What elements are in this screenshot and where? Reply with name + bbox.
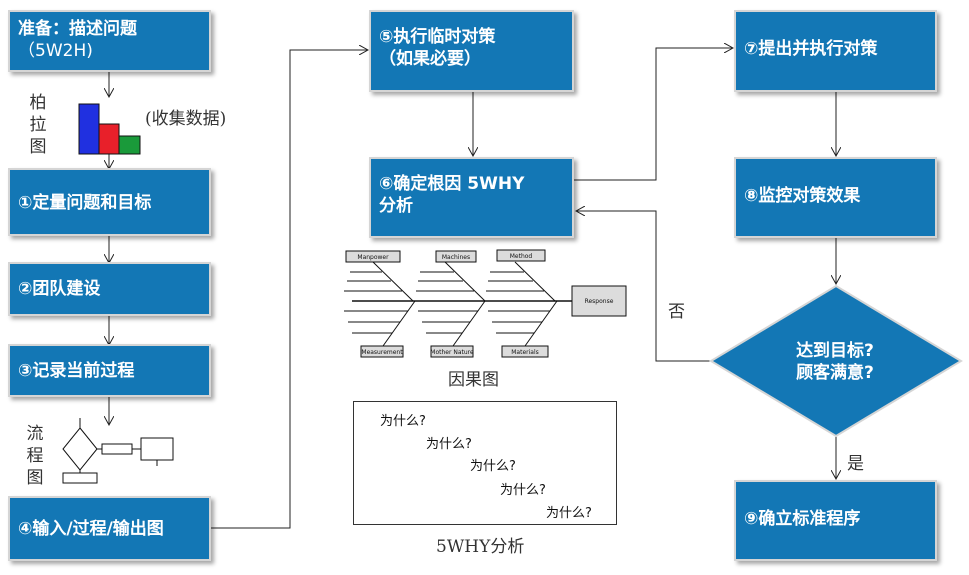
decision-text: 达到目标? 顾客满意? (740, 340, 930, 384)
fishbone-cause-mother-nature: Mother Nature (430, 349, 474, 356)
fishbone-effect-label: Response (585, 298, 614, 305)
step-prep-box[interactable]: 准备：描述问题 （5W2H) (8, 10, 211, 72)
yes-label: 是 (847, 454, 864, 474)
fishbone-cause-manpower: Manpower (357, 254, 389, 261)
step-5-title: ⑤执行临时对策 (379, 27, 496, 47)
decision-diamond[interactable] (709, 284, 963, 438)
flowchart-icon (62, 418, 174, 484)
step-2-label: ②团队建设 (18, 279, 101, 299)
flowchart-label: 流 程 图 (26, 424, 44, 488)
decision-line-2: 顾客满意? (796, 363, 874, 383)
fishbone-cause-materials: Materials (511, 349, 539, 356)
fishbone-cause-measurement: Measurement (361, 349, 403, 356)
fishbone-cause-method: Method (510, 253, 533, 260)
pareto-chart-icon (78, 103, 141, 155)
fishbone-cause-machines: Machines (442, 254, 470, 261)
step-6-box[interactable]: ⑥确定根因 5WHY 分析 (369, 157, 574, 238)
why-line-1: 为什么? (380, 414, 426, 429)
arrow-s6-to-s7 (574, 48, 732, 181)
five-why-box: 为什么? 为什么? 为什么? 为什么? 为什么? (353, 401, 617, 525)
fishbone-caption: 因果图 (448, 370, 499, 390)
step-5-subtitle: （如果必要） (379, 49, 481, 69)
step-7-box[interactable]: ⑦提出并执行对策 (734, 10, 937, 92)
no-label: 否 (668, 302, 685, 322)
arrow-no-back-to-s6 (577, 211, 712, 362)
step-3-label: ③记录当前过程 (18, 361, 135, 381)
step-9-box[interactable]: ⑨确立标准程序 (734, 480, 937, 561)
fishbone-diagram: Response Manpower Machines (344, 249, 627, 358)
step-prep-title: 准备：描述问题 (18, 19, 137, 39)
step-1-label: ①定量问题和目标 (18, 193, 152, 213)
five-why-caption: 5WHY分析 (436, 537, 525, 557)
step-prep-subtitle: （5W2H) (18, 41, 93, 61)
step-8-label: ⑧监控对策效果 (744, 186, 861, 206)
step-9-label: ⑨确立标准程序 (744, 509, 861, 529)
step-6-title: ⑥确定根因 5WHY (379, 174, 525, 194)
arrow-s4-to-s5 (211, 50, 367, 529)
step-4-box[interactable]: ④输入/过程/输出图 (8, 496, 211, 561)
why-line-3: 为什么? (470, 459, 516, 474)
step-8-box[interactable]: ⑧监控对策效果 (734, 157, 937, 238)
why-line-5: 为什么? (546, 506, 592, 521)
step-2-box[interactable]: ②团队建设 (8, 262, 211, 316)
collect-data-label: (收集数据) (145, 109, 227, 129)
step-3-box[interactable]: ③记录当前过程 (8, 344, 211, 397)
pareto-label: 柏 拉 图 (29, 93, 47, 157)
step-1-box[interactable]: ①定量问题和目标 (8, 168, 211, 236)
why-line-4: 为什么? (500, 483, 546, 498)
step-5-box[interactable]: ⑤执行临时对策 （如果必要） (369, 10, 574, 92)
step-4-label: ④输入/过程/输出图 (18, 519, 164, 539)
decision-line-1: 达到目标? (796, 341, 874, 361)
why-line-2: 为什么? (426, 437, 472, 452)
step-6-subtitle: 分析 (379, 196, 413, 216)
step-7-label: ⑦提出并执行对策 (744, 39, 878, 59)
